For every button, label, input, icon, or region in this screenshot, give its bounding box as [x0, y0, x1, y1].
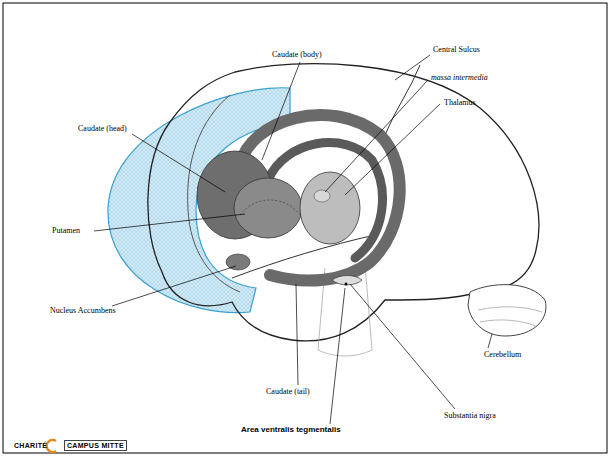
part-label: Putamen — [52, 226, 80, 236]
leader-line — [94, 214, 245, 231]
putamen-shape — [234, 178, 302, 238]
part-label: Substantia nigra — [444, 411, 496, 421]
leader-line — [296, 284, 298, 385]
massa-intermedia-shape — [314, 190, 330, 202]
logo-text: CAMPUS MITTE — [64, 440, 127, 451]
leader-line — [488, 334, 492, 348]
part-label: Caudate (head) — [78, 124, 127, 134]
logo-text: CHARITÉ — [14, 441, 47, 451]
leader-line — [325, 80, 428, 192]
leader-line — [132, 134, 225, 192]
central-sulcus — [385, 65, 420, 135]
leader-line — [350, 284, 455, 409]
part-label: Caudate (tail) — [266, 387, 310, 397]
leader-line — [395, 55, 430, 80]
leader-line — [345, 104, 440, 195]
part-label: Thalamus — [444, 98, 476, 108]
leader-line — [262, 62, 300, 160]
cerebellum-folia — [478, 307, 542, 326]
leader-line — [330, 288, 345, 424]
part-label: Area ventralis tegmentalis — [241, 425, 341, 435]
putamen-edge — [240, 200, 300, 215]
thalamus-shape — [300, 172, 360, 244]
part-label: Caudate (body) — [272, 50, 322, 60]
logo-mark — [47, 440, 56, 452]
part-label: Central Sulcus — [433, 45, 480, 55]
part-label: Cerebellum — [484, 350, 521, 360]
substantia-nigra-shape — [332, 276, 362, 285]
part-label: massa intermedia — [431, 73, 488, 83]
part-label: Nucleus Accumbens — [50, 306, 116, 316]
accumbens-shape — [226, 254, 250, 270]
cerebellum-shape — [468, 285, 546, 336]
vta-dot — [345, 283, 348, 286]
leader-line — [112, 266, 236, 306]
slide-frame — [3, 3, 607, 453]
